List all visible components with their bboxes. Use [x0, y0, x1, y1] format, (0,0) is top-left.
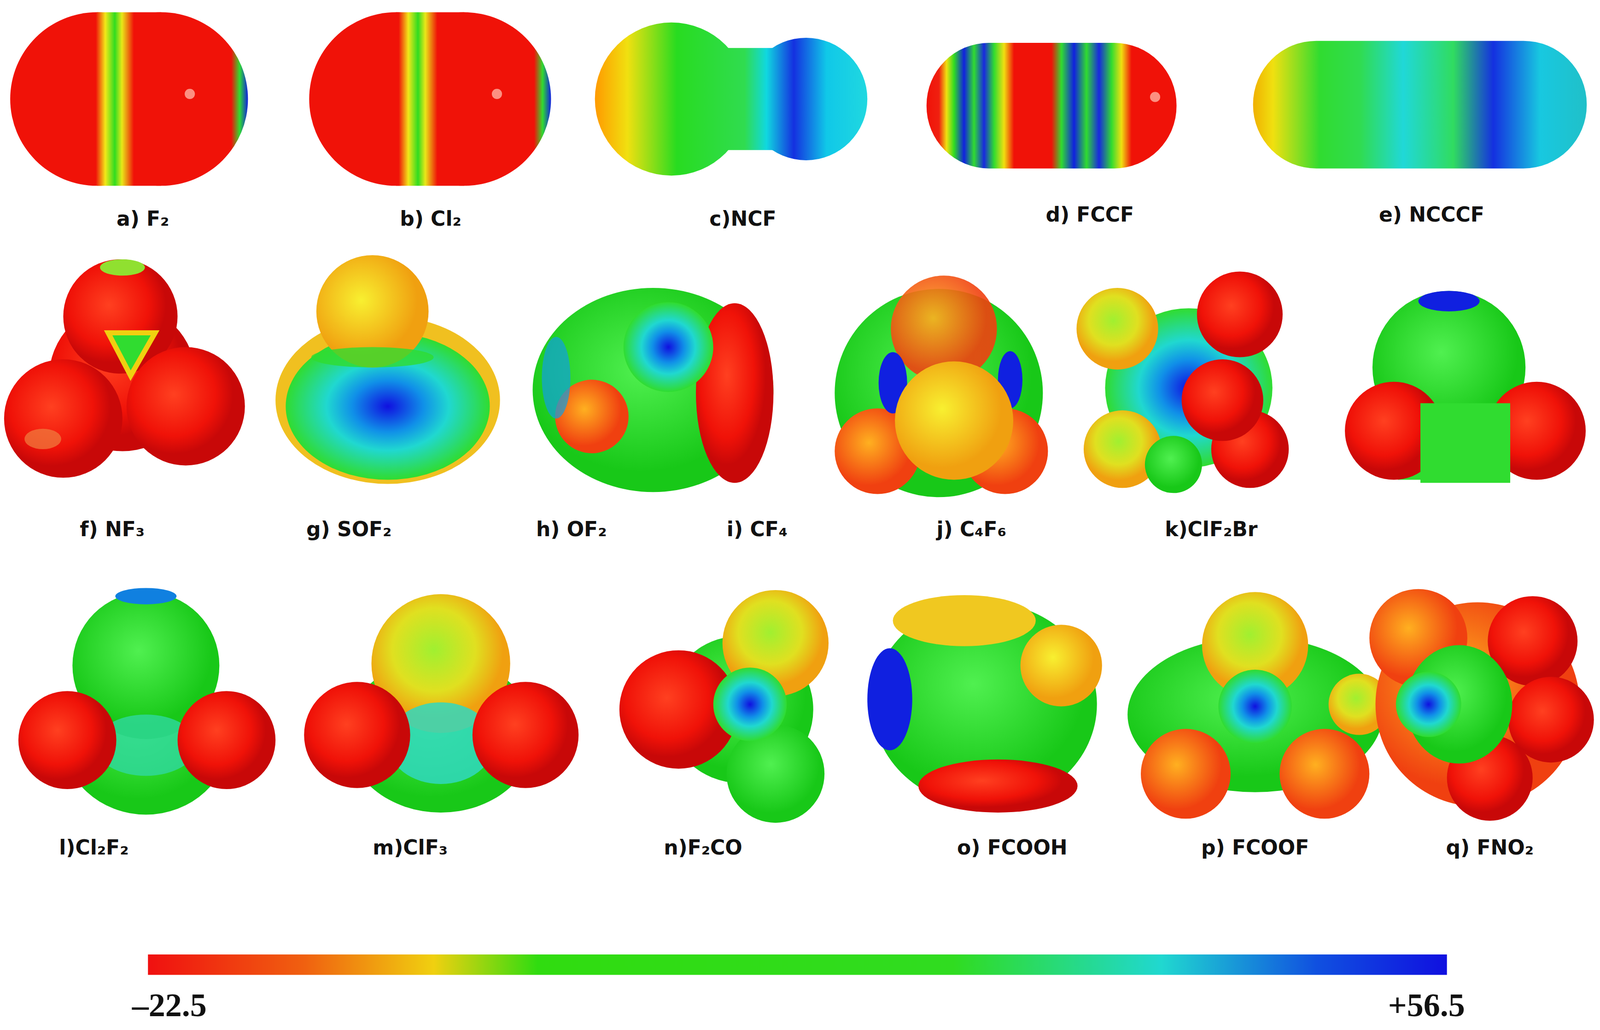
mep-map: [1127, 591, 1390, 819]
mep-surface-part: [671, 47, 806, 151]
molecule-label: g) SOF₂: [306, 516, 392, 541]
mep-surface-part: [285, 332, 490, 480]
mep-surface-part: [4, 359, 123, 478]
mep-surface-part: [377, 12, 552, 187]
mep-surface-part: [10, 12, 184, 187]
mep-surface-part: [74, 12, 249, 187]
mep-surface-part: [1420, 402, 1511, 483]
mep-map: [10, 12, 248, 187]
mep-surface-part: [1181, 359, 1264, 441]
molecule-label: m)ClF₃: [372, 835, 448, 859]
mep-surface-part: [541, 336, 571, 419]
mep-surface-part: [115, 587, 177, 604]
molecule-label: e) NCCCF: [1378, 202, 1485, 227]
mep-map: [1076, 271, 1289, 493]
mep-surface-part: [18, 690, 117, 789]
molecule-label: b) Cl₂: [399, 206, 462, 231]
mep-map: [926, 42, 1177, 169]
mep-surface-part: [24, 428, 62, 450]
mep-surface-part: [1150, 91, 1161, 102]
mep-surface-part: [1279, 728, 1370, 819]
mep-surface-part: [893, 595, 1036, 647]
mep-surface-part: [184, 88, 195, 100]
mep-surface-part: [491, 88, 503, 100]
mep-map: [303, 594, 579, 813]
molecule-label: n)F₂CO: [663, 835, 742, 859]
mep-map: [309, 12, 551, 187]
mep-surface-part: [1395, 671, 1462, 737]
mep-surface-part: [1140, 728, 1231, 819]
mep-surface-part: [1020, 624, 1103, 707]
scale-value: +56.5: [1388, 986, 1466, 1025]
mep-map: [619, 589, 829, 823]
mep-surface-part: [396, 12, 465, 187]
color-scale-bar: [147, 954, 1447, 975]
mep-map: [1253, 40, 1587, 169]
mep-surface-part: [108, 332, 156, 376]
molecule-label: d) FCCF: [1045, 202, 1134, 227]
mep-surface-part: [126, 346, 246, 466]
mep-surface-part: [1418, 291, 1480, 312]
mep-surface-part: [311, 346, 434, 368]
mep-surface-part: [96, 12, 162, 187]
molecule-label: o) FCOOH: [957, 835, 1068, 859]
mep-surface-part: [177, 690, 276, 789]
mep-surface-part: [1076, 287, 1158, 370]
mep-surface-part: [926, 42, 1177, 169]
molecule-label: h) OF₂: [536, 516, 607, 541]
molecule-label: i) CF₄: [726, 516, 788, 541]
mep-surface-part: [1144, 435, 1203, 493]
molecule-label: q) FNO₂: [1445, 835, 1534, 859]
mep-map: [532, 287, 774, 492]
mep-map: [4, 259, 246, 478]
mep-surface-part: [713, 667, 788, 742]
mep-map: [595, 22, 868, 176]
mep-surface-part: [472, 681, 579, 788]
molecule-label: f) NF₃: [79, 516, 145, 541]
mep-map: [867, 595, 1103, 813]
mep-surface-part: [1218, 669, 1292, 744]
mep-surface-part: [532, 287, 774, 492]
molecule-label: c)NCF: [709, 206, 777, 231]
mep-surface-part: [1197, 271, 1283, 357]
mep-map: [1344, 291, 1586, 484]
mep-surface-part: [867, 648, 912, 751]
scale-value: –22.5: [132, 986, 207, 1025]
mep-map: [18, 587, 276, 815]
mep-surface-part: [623, 302, 714, 392]
mep-surface-part: [99, 259, 145, 276]
molecule-label: a) F₂: [116, 206, 170, 231]
mep-map: [834, 275, 1048, 497]
molecule-label: l)Cl₂F₂: [58, 835, 129, 859]
mep-surface-part: [309, 12, 483, 187]
mep-surface-part: [918, 759, 1078, 813]
mep-surface-part: [1253, 40, 1587, 169]
mep-map: [1369, 589, 1594, 821]
molecule-label: p) FCOOF: [1201, 835, 1309, 859]
mep-map: [275, 255, 500, 484]
mep-surface-part: [894, 361, 1014, 480]
mep-surface-part: [303, 681, 410, 788]
molecule-label: k)ClF₂Br: [1164, 516, 1258, 541]
molecule-label: j) C₄F₆: [936, 516, 1007, 541]
